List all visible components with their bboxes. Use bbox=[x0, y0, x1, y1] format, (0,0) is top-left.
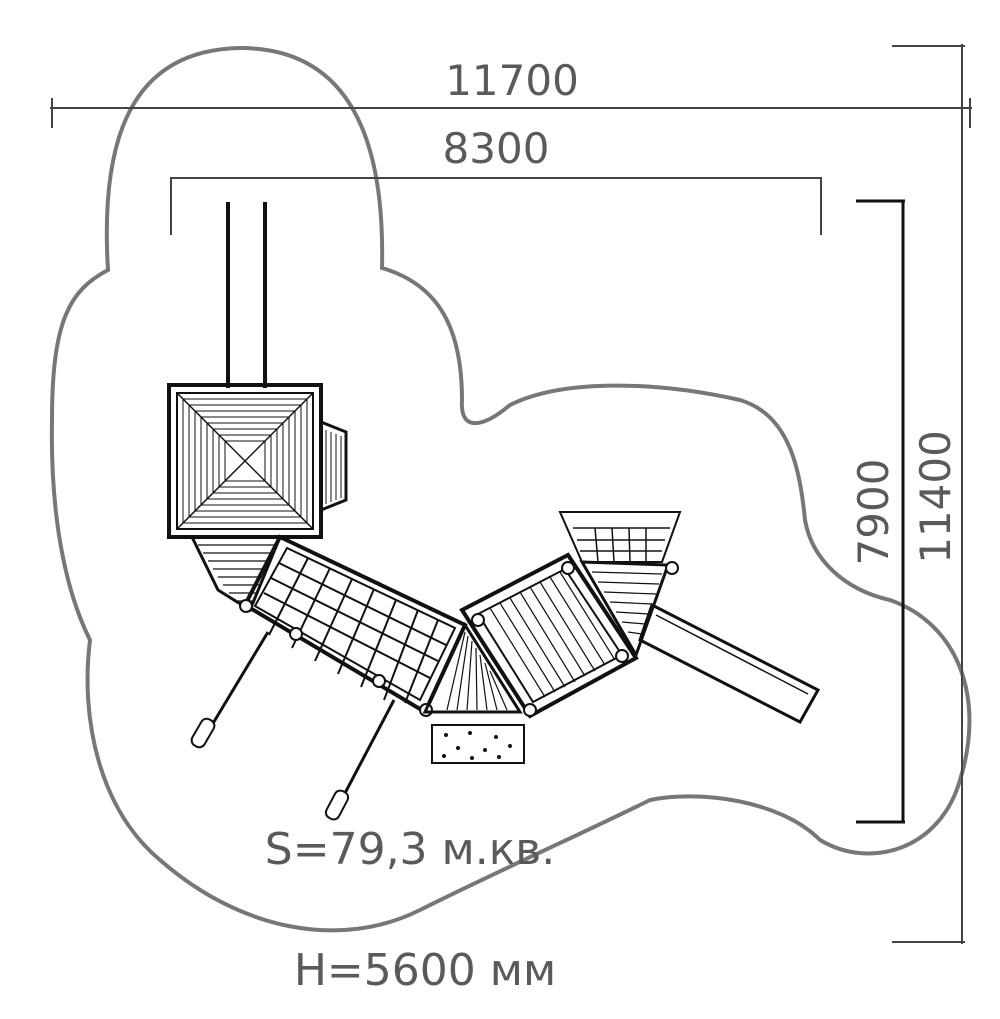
play-equipment bbox=[167, 202, 821, 821]
dimension-equipment-depth: 7900 bbox=[849, 199, 905, 824]
dimension-overall-width: 11700 bbox=[50, 56, 972, 128]
ramp-platform bbox=[189, 535, 283, 613]
corner-deck bbox=[422, 621, 523, 714]
climbing-rope-left bbox=[190, 631, 270, 749]
climbing-rope-right bbox=[324, 699, 396, 821]
area-label: S=79,3 м.кв. bbox=[265, 824, 555, 875]
cargo-net bbox=[558, 511, 682, 563]
dimension-equipment-width: 8300 bbox=[170, 124, 822, 235]
tower-side-panel bbox=[319, 419, 348, 513]
net-bridge bbox=[239, 534, 468, 717]
slide-deck bbox=[579, 560, 679, 659]
tower-roof bbox=[167, 383, 323, 539]
dim-label-equipment-depth: 7900 bbox=[849, 459, 898, 566]
dim-label-equipment-width: 8300 bbox=[443, 124, 550, 173]
second-tower bbox=[459, 552, 639, 719]
dimension-overall-depth: 11400 bbox=[892, 44, 965, 944]
safety-zone-outline bbox=[49, 45, 972, 933]
dim-label-overall-depth: 11400 bbox=[911, 430, 960, 564]
slide bbox=[638, 602, 821, 724]
height-label: H=5600 мм bbox=[294, 945, 556, 996]
dim-label-overall-width: 11700 bbox=[445, 56, 579, 105]
climbing-wall bbox=[431, 724, 525, 764]
